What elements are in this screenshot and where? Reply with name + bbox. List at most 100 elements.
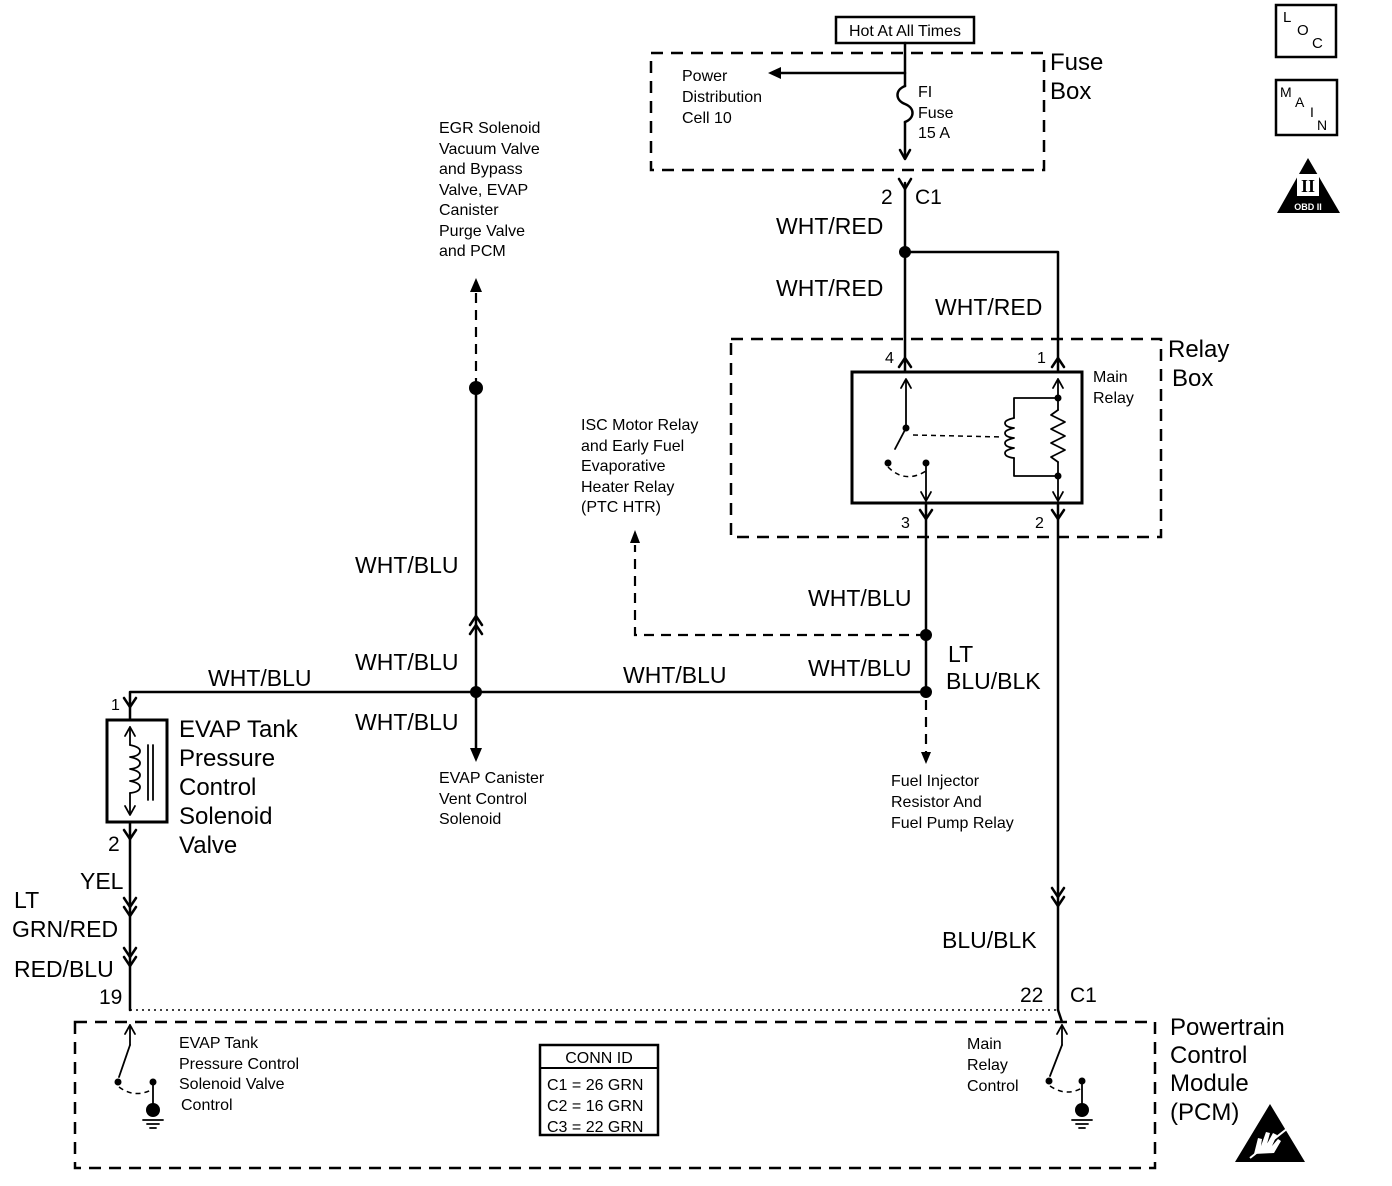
relay-switch-output-arrow [920, 491, 932, 502]
relay-coil [1004, 417, 1015, 459]
vent-solenoid-label: Vent Control [439, 791, 527, 808]
relay-mechanical-link [912, 434, 1004, 438]
wire-wht-blu-bus [128, 690, 928, 722]
wire-color-label: WHT/BLU [623, 662, 727, 688]
fuse-label: FI [918, 84, 932, 101]
power-distribution-label: Power [682, 68, 728, 85]
egr-arrow [470, 278, 482, 292]
pcm-title: Control [1170, 1042, 1247, 1069]
solenoid-name: Valve [179, 832, 237, 859]
evap-tank-solenoid [105, 718, 169, 824]
solenoid-pin-1-terminal [122, 696, 138, 709]
fuse-label: Fuse [918, 105, 954, 122]
solenoid-terminal-arrow [124, 805, 136, 816]
fuse [896, 41, 914, 161]
fuse-box-title: Box [1050, 78, 1091, 105]
solenoid-name: Control [179, 774, 256, 801]
main-icon-letter: N [1317, 117, 1327, 133]
inline-connector [122, 946, 138, 959]
supply-label: Hot At All Times [834, 15, 976, 45]
fuse-element [896, 84, 914, 124]
pcm-title: (PCM) [1170, 1099, 1239, 1126]
loc-icon-letter: C [1312, 35, 1323, 52]
relay-pin-3-terminal [918, 508, 934, 521]
pcm-left-circuit-label: Control [181, 1097, 233, 1114]
egr-destination-label: and PCM [439, 243, 506, 260]
loc-icon-letter: L [1283, 9, 1291, 26]
solenoid-pin-2-terminal [122, 828, 138, 841]
solenoid-name: EVAP Tank [179, 716, 299, 743]
relay-box-title: Relay [1168, 336, 1229, 363]
vent-solenoid-label: EVAP Canister [439, 770, 545, 787]
obd-ii-label: OBD II [1294, 202, 1322, 212]
relay-pin-number: 2 [1035, 515, 1044, 532]
loc-icon-frame [1274, 3, 1338, 59]
egr-destination-label: and Bypass [439, 161, 523, 178]
relay-pin-4-terminal [897, 356, 913, 369]
relay-box-outline [729, 337, 1163, 539]
egr-destination-label: Vacuum Valve [439, 141, 540, 158]
wire-wht-red-branch [903, 250, 1060, 374]
relay-pin-1-terminal [1050, 356, 1066, 369]
relay-pin-number: 3 [901, 515, 910, 532]
connector-id: C1 [915, 186, 942, 209]
inline-connector [468, 614, 484, 627]
relay-pin-2-terminal [1050, 508, 1066, 521]
fuse-output-arrow [898, 148, 912, 161]
solenoid-pin-number: 2 [108, 833, 120, 856]
egr-destination-label: Valve, EVAP [439, 182, 528, 199]
conn-id-title: CONN ID [565, 1050, 633, 1067]
relay-switch-travel [887, 466, 927, 478]
relay-pin-number: 1 [1037, 350, 1046, 367]
isc-relay-label: Heater Relay [581, 479, 674, 496]
wire-color-label: WHT/RED [776, 275, 883, 301]
pcm-switch-blade [1049, 1044, 1063, 1077]
pcm-main-relay-driver [1045, 1024, 1093, 1129]
wire-color-label: WHT/BLU [355, 649, 459, 675]
pcm-switch-travel [118, 1086, 154, 1095]
pcm-left-circuit-label: Solenoid Valve [179, 1076, 285, 1093]
wire-blu-blk-pcm-entry [1056, 1008, 1064, 1024]
wire-color-label: WHT/BLU [208, 665, 312, 691]
wire-color-label: RED/BLU [14, 956, 114, 982]
power-distribution-label: Distribution [682, 89, 762, 106]
power-distribution-label: Cell 10 [682, 110, 732, 127]
pcm-left-circuit-label: Pressure Control [179, 1056, 299, 1073]
pcm-title: Module [1170, 1070, 1249, 1097]
ground-node [1075, 1103, 1089, 1117]
pcm-switch-contact [1045, 1077, 1053, 1085]
conn-id-table: CONN ID C1 = 26 GRN C2 = 16 GRN C3 = 22 … [538, 1043, 660, 1137]
vent-solenoid-label: Solenoid [439, 811, 501, 828]
relay-switch-blade [894, 427, 907, 450]
wire-color-label: WHT/RED [776, 213, 883, 239]
ground-node [146, 1103, 160, 1117]
main-icon-letter: M [1280, 84, 1292, 100]
connector-pin-number: 2 [881, 186, 893, 209]
conn-id-frame [538, 1043, 660, 1137]
wire-color-label: LT [14, 887, 39, 913]
pcm-right-circuit-label: Main [967, 1036, 1002, 1053]
conn-id-row: C2 = 16 GRN [547, 1098, 643, 1115]
relay-coil-bracket [1013, 397, 1059, 477]
wire-color-label: GRN/RED [12, 916, 118, 942]
supply-label-text: Hot At All Times [849, 23, 961, 40]
solenoid-name: Solenoid [179, 803, 272, 830]
egr-destination-label: Canister [439, 202, 499, 219]
isc-relay-label: (PTC HTR) [581, 499, 661, 516]
injector-label: Fuel Pump Relay [891, 815, 1014, 832]
relay-switch-arrow [900, 378, 912, 389]
main-icon[interactable]: M A I N [1274, 78, 1339, 137]
vent-arrow [470, 748, 482, 762]
esd-slash [1249, 1127, 1289, 1159]
injector-arrow [921, 752, 931, 764]
pcm-left-circuit-label: EVAP Tank [179, 1035, 259, 1052]
loc-icon[interactable]: L O C [1274, 3, 1338, 59]
injector-label: Resistor And [891, 794, 982, 811]
relay-switch-contact [884, 459, 892, 467]
pcm-right-circuit-label: Relay [967, 1057, 1008, 1074]
wire-color-label: WHT/RED [935, 294, 1042, 320]
injector-label: Fuel Injector [891, 773, 980, 790]
wire-color-label: WHT/BLU [355, 709, 459, 735]
